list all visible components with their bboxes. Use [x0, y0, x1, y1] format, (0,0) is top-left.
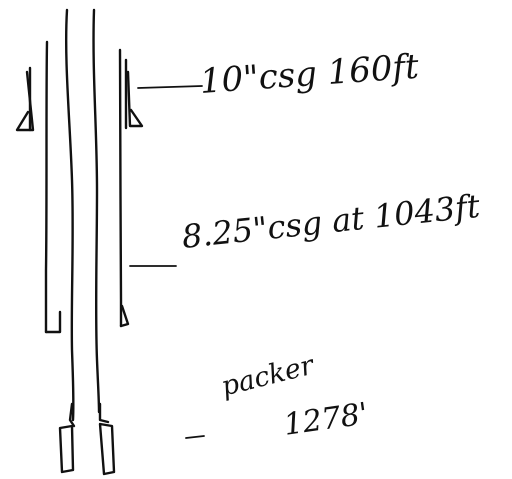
tubing-left-wall — [64, 8, 75, 422]
leader-line-10in-casing — [137, 85, 203, 89]
leader-line-packer — [185, 435, 205, 439]
surface-casing-left-shoe — [15, 70, 35, 132]
packer-right-lip — [98, 402, 110, 424]
intermediate-casing-right-shoe — [119, 304, 130, 328]
intermediate-casing-825in — [44, 40, 130, 334]
packer-left-element — [58, 424, 75, 474]
surface-casing-right-shoe — [126, 70, 144, 128]
packer-left-lip — [68, 402, 76, 428]
intermediate-casing-left-wall — [44, 40, 49, 334]
packer-right-element — [98, 422, 116, 476]
packer-symbol — [58, 402, 116, 476]
tubing-right-wall — [92, 8, 101, 414]
production-tubing — [64, 8, 101, 422]
intermediate-casing-left-shoe — [44, 310, 62, 334]
intermediate-casing-right-wall — [118, 48, 123, 328]
surface-casing-10in — [15, 58, 144, 132]
